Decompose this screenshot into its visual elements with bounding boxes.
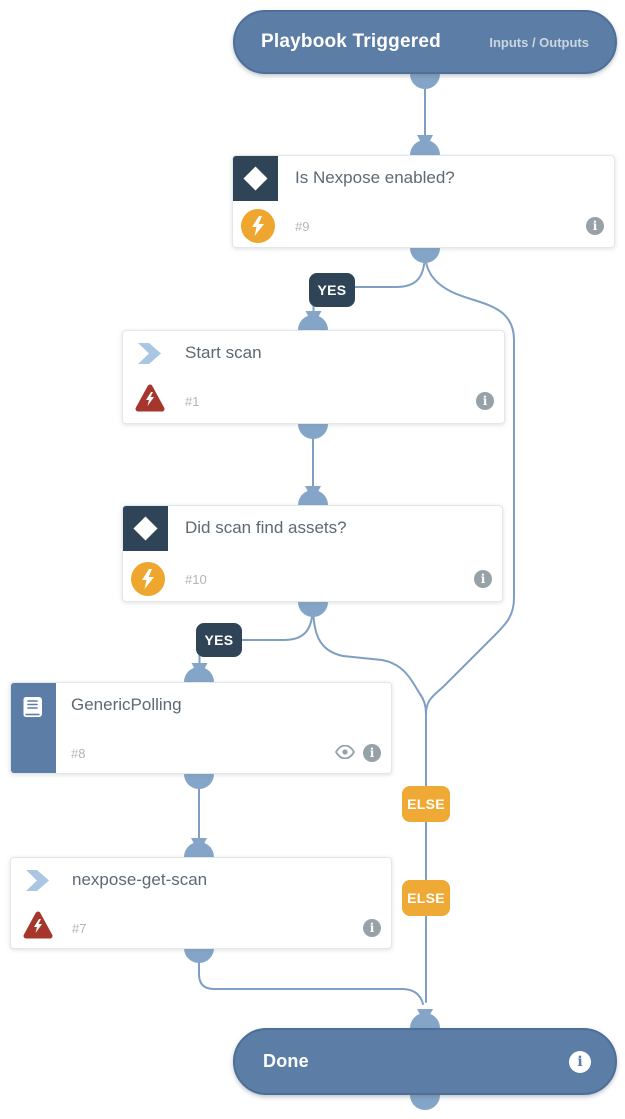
playbook-triggered-title: Playbook Triggered	[261, 31, 441, 52]
error-lightning-icon	[135, 384, 165, 417]
node-condition-did-scan-find-assets[interactable]: Did scan find assets? #10 i	[122, 505, 503, 602]
node-task-nexpose-get-scan[interactable]: nexpose-get-scan #7 i	[10, 857, 392, 949]
node-title: GenericPolling	[71, 695, 182, 714]
node-done[interactable]: Done i	[233, 1028, 617, 1095]
task-id: #10	[185, 572, 207, 587]
info-icon[interactable]: i	[363, 744, 381, 762]
node-playbook-triggered[interactable]: Playbook Triggered Inputs / Outputs	[233, 10, 617, 74]
eye-icon[interactable]	[334, 744, 356, 764]
info-icon[interactable]: i	[569, 1050, 591, 1073]
edge-label-yes: YES	[196, 623, 242, 657]
node-condition-is-nexpose-enabled[interactable]: Is Nexpose enabled? #9 i	[232, 155, 615, 248]
edge-label-else: ELSE	[402, 786, 450, 822]
node-title: Start scan	[185, 343, 262, 362]
condition-diamond-icon	[123, 506, 168, 551]
info-icon[interactable]: i	[363, 919, 381, 937]
info-icon[interactable]: i	[474, 570, 492, 588]
info-icon[interactable]: i	[476, 392, 494, 410]
node-title: Did scan find assets?	[185, 518, 347, 537]
automation-lightning-icon	[131, 562, 165, 596]
task-id: #8	[71, 746, 86, 761]
task-id: #7	[72, 921, 87, 936]
done-title: Done	[263, 1051, 309, 1071]
error-lightning-icon	[23, 911, 53, 944]
condition-diamond-icon	[233, 156, 278, 201]
inputs-outputs-link[interactable]: Inputs / Outputs	[489, 34, 589, 50]
node-task-start-scan[interactable]: Start scan #1 i	[122, 330, 505, 424]
node-title: nexpose-get-scan	[72, 870, 208, 889]
command-chevron-icon	[138, 343, 162, 369]
task-id: #9	[295, 219, 310, 234]
edge-label-yes: YES	[309, 273, 355, 307]
playbook-book-icon	[11, 683, 56, 773]
edge-label-else: ELSE	[402, 880, 450, 916]
command-chevron-icon	[26, 870, 50, 896]
automation-lightning-icon	[241, 209, 275, 243]
node-title: Is Nexpose enabled?	[295, 168, 455, 187]
task-id: #1	[185, 394, 200, 409]
node-subplaybook-generic-polling[interactable]: GenericPolling #8 i	[10, 682, 392, 774]
info-icon[interactable]: i	[586, 217, 604, 235]
